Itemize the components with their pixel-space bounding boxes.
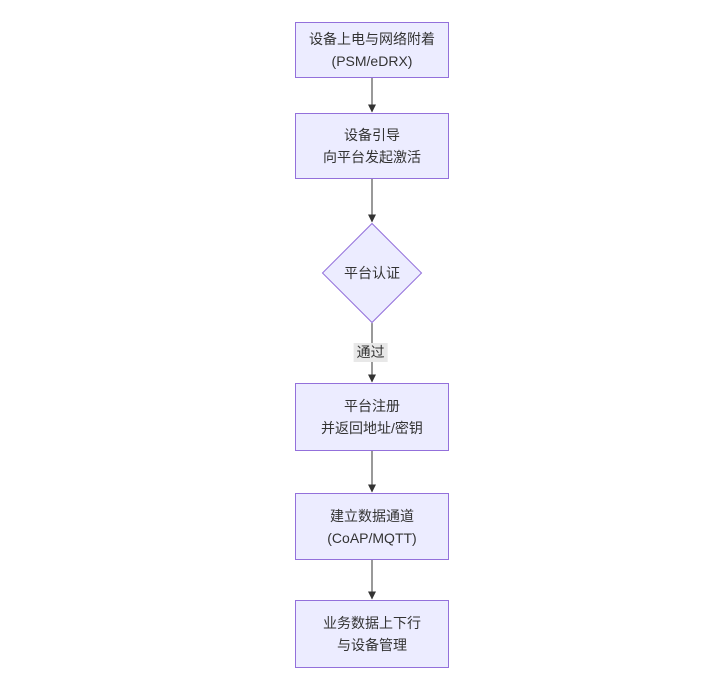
flow-node-device-power: 设备上电与网络附着 (PSM/eDRX) (295, 22, 449, 78)
flow-node-data-channel: 建立数据通道 (CoAP/MQTT) (295, 493, 449, 560)
flow-node-business-data: 业务数据上下行 与设备管理 (295, 600, 449, 668)
node-label-line: 设备上电与网络附着 (309, 31, 435, 47)
flow-decision-platform-auth: 平台认证 (321, 222, 423, 324)
node-label-line: 并返回地址/密钥 (321, 420, 423, 436)
edge-label-pass: 通过 (353, 343, 388, 362)
decision-label: 平台认证 (344, 265, 400, 281)
node-label-line: (CoAP/MQTT) (327, 529, 417, 546)
node-label-line: 向平台发起激活 (323, 149, 421, 165)
flow-node-platform-register: 平台注册 并返回地址/密钥 (295, 383, 449, 451)
node-label-line: 设备引导 (344, 127, 400, 143)
node-label-line: 业务数据上下行 (323, 615, 421, 631)
node-label-line: 平台注册 (344, 398, 400, 414)
node-label-line: 与设备管理 (337, 637, 407, 653)
node-label-line: (PSM/eDRX) (331, 53, 413, 69)
flow-node-device-bootstrap: 设备引导 向平台发起激活 (295, 113, 449, 179)
node-label-line: 建立数据通道 (330, 507, 414, 524)
